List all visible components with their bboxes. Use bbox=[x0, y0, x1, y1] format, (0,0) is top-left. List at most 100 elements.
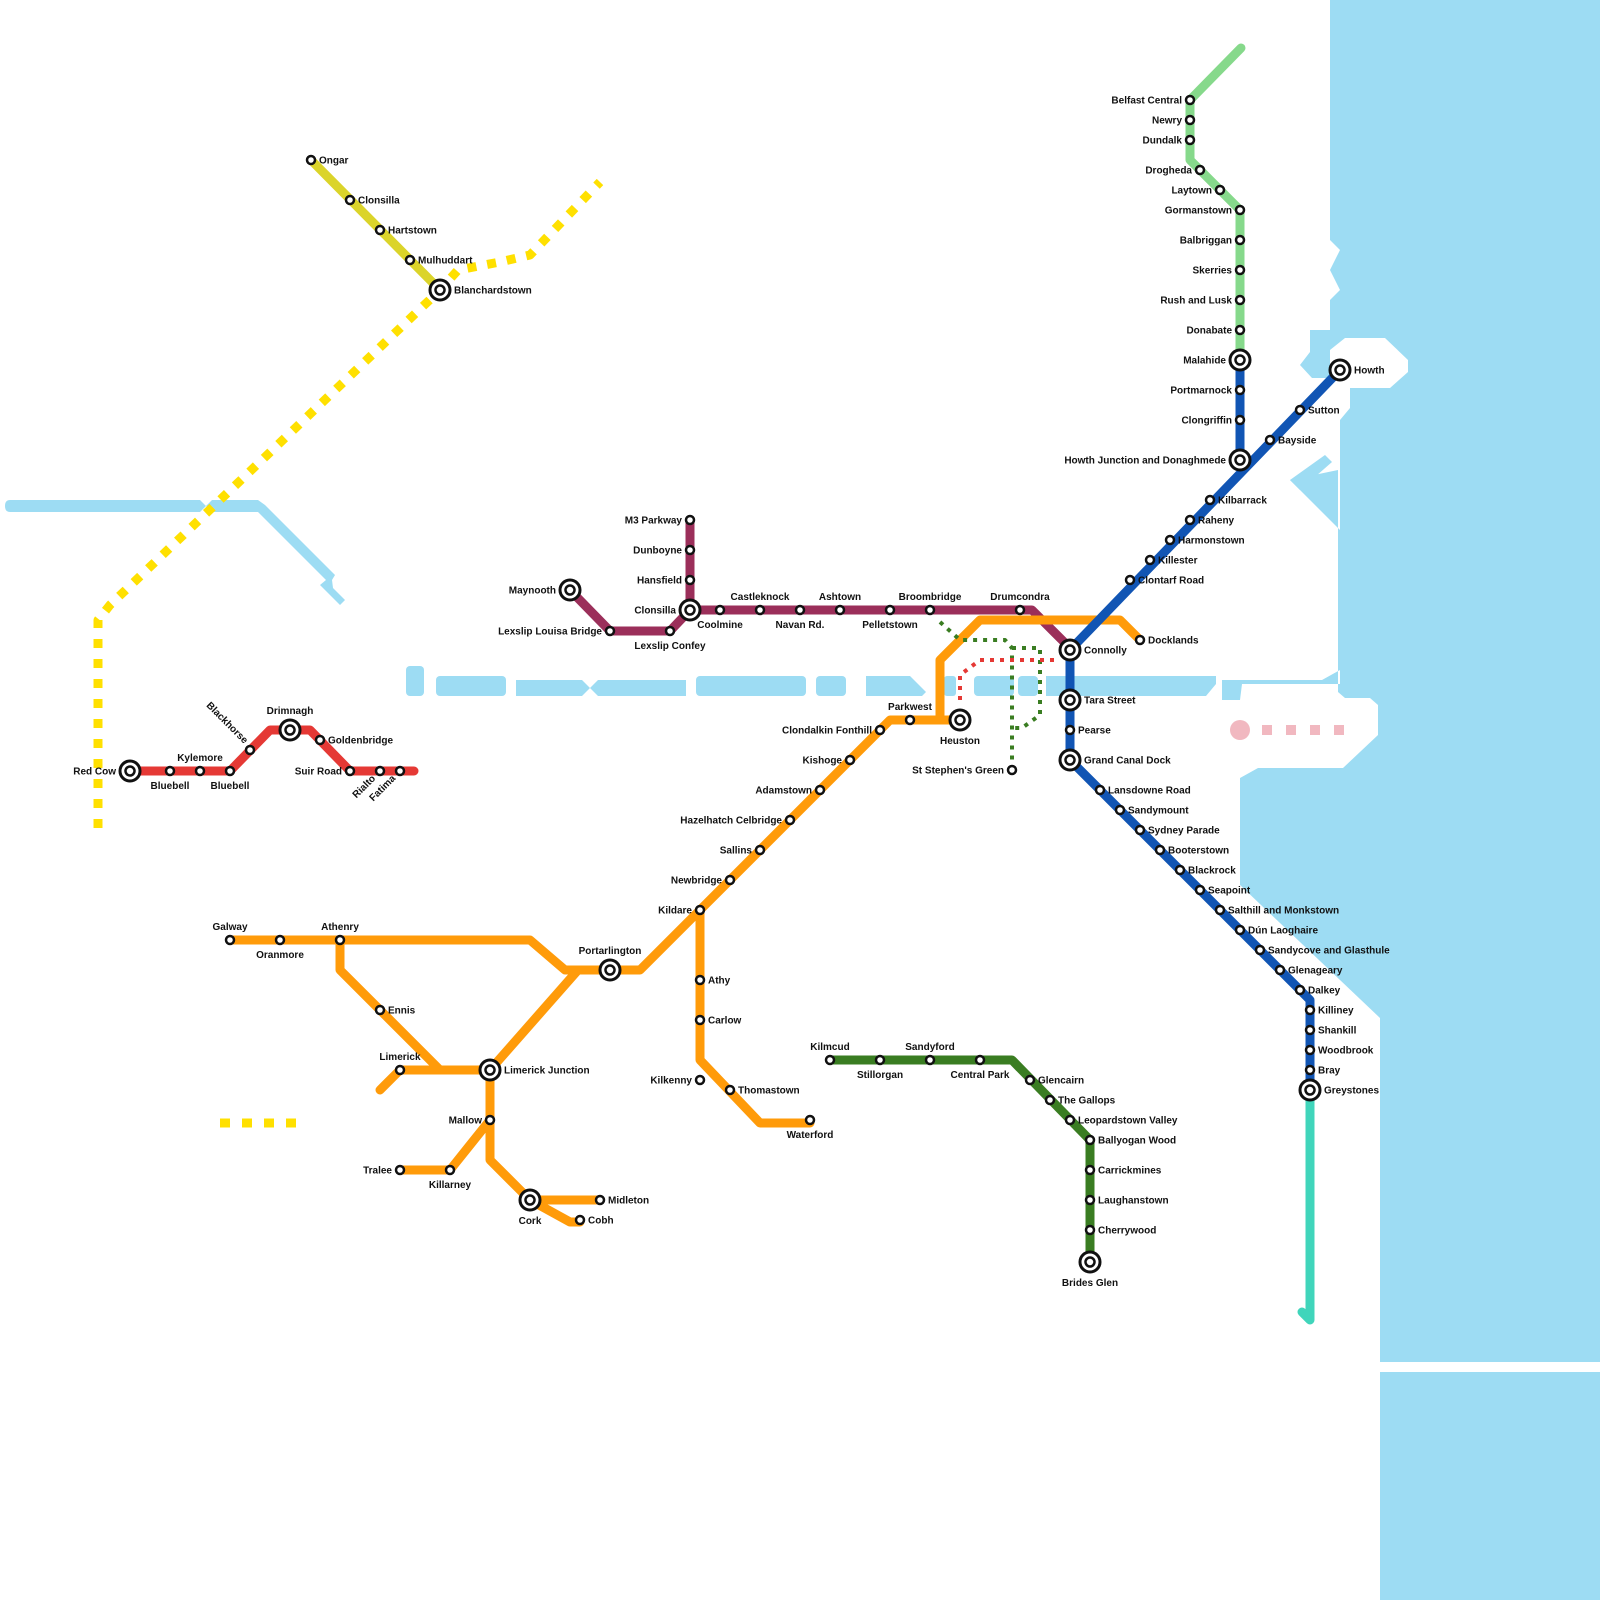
station-malahide[interactable] bbox=[1228, 348, 1252, 372]
station-navan-rd[interactable] bbox=[794, 604, 806, 616]
station-rush-and-lusk[interactable] bbox=[1234, 294, 1246, 306]
station-oranmore[interactable] bbox=[274, 934, 286, 946]
station-athy[interactable] bbox=[694, 974, 706, 986]
station-maynooth[interactable] bbox=[558, 578, 582, 602]
station-kilmcud[interactable] bbox=[824, 1054, 836, 1066]
station-drimnagh[interactable] bbox=[278, 718, 302, 742]
station-suir-road[interactable] bbox=[344, 765, 356, 777]
station-seapoint[interactable] bbox=[1194, 884, 1206, 896]
station-connolly[interactable] bbox=[1058, 638, 1082, 662]
station-glencairn[interactable] bbox=[1024, 1074, 1036, 1086]
station-sydney-parade[interactable] bbox=[1134, 824, 1146, 836]
station-carrickmines[interactable] bbox=[1084, 1164, 1096, 1176]
station-red-cow[interactable] bbox=[118, 759, 142, 783]
station-gormanstown[interactable] bbox=[1234, 204, 1246, 216]
station-ashtown[interactable] bbox=[834, 604, 846, 616]
station-woodbrook[interactable] bbox=[1304, 1044, 1316, 1056]
station-pelletstown[interactable] bbox=[884, 604, 896, 616]
station-howth-junction-and-donaghmede[interactable] bbox=[1228, 448, 1252, 472]
station-rialto[interactable] bbox=[374, 765, 386, 777]
station-glenageary[interactable] bbox=[1274, 964, 1286, 976]
station-ongar[interactable] bbox=[305, 154, 317, 166]
station-balbriggan[interactable] bbox=[1234, 234, 1246, 246]
station-skerries[interactable] bbox=[1234, 264, 1246, 276]
station-grand-canal-dock[interactable] bbox=[1058, 748, 1082, 772]
station-ennis[interactable] bbox=[374, 1004, 386, 1016]
station-leopardstown-valley[interactable] bbox=[1064, 1114, 1076, 1126]
station-ballyogan-wood[interactable] bbox=[1084, 1134, 1096, 1146]
station-midleton[interactable] bbox=[594, 1194, 606, 1206]
station-stillorgan[interactable] bbox=[874, 1054, 886, 1066]
station-cork[interactable] bbox=[518, 1188, 542, 1212]
station-booterstown[interactable] bbox=[1154, 844, 1166, 856]
station-belfast-central[interactable] bbox=[1184, 94, 1196, 106]
station-clondalkin-fonthill[interactable] bbox=[874, 724, 886, 736]
station-drumcondra[interactable] bbox=[1014, 604, 1026, 616]
station-drogheda[interactable] bbox=[1194, 164, 1206, 176]
station-sandycove-and-glasthule[interactable] bbox=[1254, 944, 1266, 956]
station-lexslip-confey[interactable] bbox=[664, 625, 676, 637]
station-blackhorse[interactable] bbox=[244, 744, 256, 756]
station-clontarf-road[interactable] bbox=[1124, 574, 1136, 586]
station-raheny[interactable] bbox=[1184, 514, 1196, 526]
station-hartstown[interactable] bbox=[374, 224, 386, 236]
station-greystones[interactable] bbox=[1298, 1078, 1322, 1102]
station-laytown[interactable] bbox=[1214, 184, 1226, 196]
station-dundalk[interactable] bbox=[1184, 134, 1196, 146]
station-portarlington[interactable] bbox=[598, 958, 622, 982]
station-cobh[interactable] bbox=[574, 1214, 586, 1226]
station-clonsilla[interactable] bbox=[678, 598, 702, 622]
station-the-gallops[interactable] bbox=[1044, 1094, 1056, 1106]
station-brides-glen[interactable] bbox=[1078, 1250, 1102, 1274]
station-adamstown[interactable] bbox=[814, 784, 826, 796]
station-hansfield[interactable] bbox=[684, 574, 696, 586]
station-castleknock[interactable] bbox=[754, 604, 766, 616]
station-fatima[interactable] bbox=[394, 765, 406, 777]
station-blanchardstown[interactable] bbox=[428, 278, 452, 302]
station-bayside[interactable] bbox=[1264, 434, 1276, 446]
station-tralee[interactable] bbox=[394, 1164, 406, 1176]
station-laughanstown[interactable] bbox=[1084, 1194, 1096, 1206]
station-goldenbridge[interactable] bbox=[314, 734, 326, 746]
station-cherrywood[interactable] bbox=[1084, 1224, 1096, 1236]
station-salthill-and-monkstown[interactable] bbox=[1214, 904, 1226, 916]
station-parkwest[interactable] bbox=[904, 714, 916, 726]
station-st-stephens-green[interactable] bbox=[1006, 764, 1018, 776]
station-broombridge[interactable] bbox=[924, 604, 936, 616]
station-portmarnock[interactable] bbox=[1234, 384, 1246, 396]
station-clongriffin[interactable] bbox=[1234, 414, 1246, 426]
station-limerick[interactable] bbox=[394, 1064, 406, 1076]
station-galway[interactable] bbox=[224, 934, 236, 946]
station-donabate[interactable] bbox=[1234, 324, 1246, 336]
station-howth[interactable] bbox=[1328, 358, 1352, 382]
station-dun-laoghaire[interactable] bbox=[1234, 924, 1246, 936]
station-coolmine[interactable] bbox=[714, 604, 726, 616]
station-m3-parkway[interactable] bbox=[684, 514, 696, 526]
station-harmonstown[interactable] bbox=[1164, 534, 1176, 546]
station-heuston[interactable] bbox=[948, 708, 972, 732]
station-shankill[interactable] bbox=[1304, 1024, 1316, 1036]
station-dalkey[interactable] bbox=[1294, 984, 1306, 996]
station-kilkenny[interactable] bbox=[694, 1074, 706, 1086]
station-tara-street[interactable] bbox=[1058, 688, 1082, 712]
station-killiney[interactable] bbox=[1304, 1004, 1316, 1016]
station-sutton[interactable] bbox=[1294, 404, 1306, 416]
station-athenry[interactable] bbox=[334, 934, 346, 946]
station-kylemore[interactable] bbox=[194, 765, 206, 777]
station-kildare[interactable] bbox=[694, 904, 706, 916]
station-blackrock[interactable] bbox=[1174, 864, 1186, 876]
station-sandyford[interactable] bbox=[924, 1054, 936, 1066]
station-lexslip-louisa-bridge[interactable] bbox=[604, 625, 616, 637]
station-hazelhatch-celbridge[interactable] bbox=[784, 814, 796, 826]
station-clonsilla-navan[interactable] bbox=[344, 194, 356, 206]
station-sandymount[interactable] bbox=[1114, 804, 1126, 816]
station-bluebell-2[interactable] bbox=[224, 765, 236, 777]
station-bray[interactable] bbox=[1304, 1064, 1316, 1076]
station-limerick-junction[interactable] bbox=[478, 1058, 502, 1082]
station-kilbarrack[interactable] bbox=[1204, 494, 1216, 506]
station-pearse[interactable] bbox=[1064, 724, 1076, 736]
station-waterford[interactable] bbox=[804, 1114, 816, 1126]
station-lansdowne-road[interactable] bbox=[1094, 784, 1106, 796]
station-sallins[interactable] bbox=[754, 844, 766, 856]
station-newry[interactable] bbox=[1184, 114, 1196, 126]
